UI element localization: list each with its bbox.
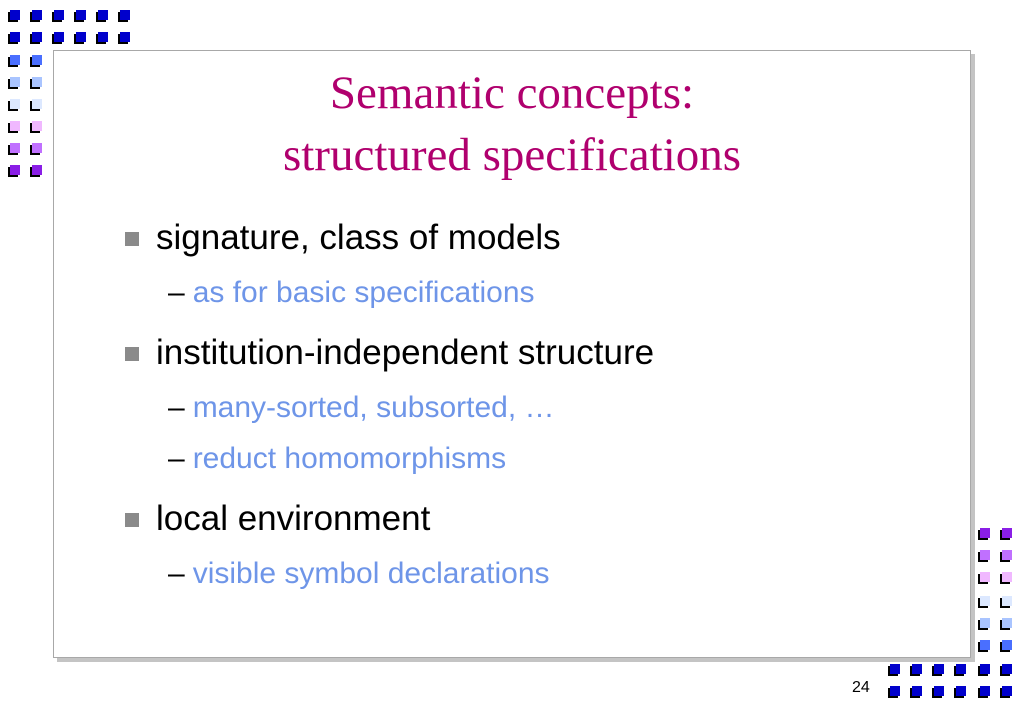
bullet-item: institution-independent structure <box>120 327 940 379</box>
deco-square <box>1002 664 1012 674</box>
deco-square <box>1002 550 1012 560</box>
dash-icon: – <box>168 391 185 424</box>
deco-square <box>98 10 108 20</box>
slide-title-line-1: Semantic concepts: <box>329 67 695 119</box>
deco-square <box>934 664 944 674</box>
sub-bullet-item: –as for basic specifications <box>120 270 940 315</box>
deco-square <box>120 10 130 20</box>
deco-square <box>10 55 20 65</box>
dash-icon: – <box>168 276 185 309</box>
deco-square <box>32 121 42 131</box>
deco-square <box>980 528 990 538</box>
deco-square <box>32 10 42 20</box>
deco-square <box>1002 596 1012 606</box>
deco-square <box>890 686 900 696</box>
sub-bullet-text: reduct homomorphisms <box>192 442 507 475</box>
deco-square <box>10 10 20 20</box>
dash-icon: – <box>168 557 185 590</box>
slide-title: Semantic concepts: structured specificat… <box>0 62 1024 186</box>
bullet-item: local environment <box>120 493 940 545</box>
deco-square <box>912 664 922 674</box>
deco-square <box>32 55 42 65</box>
square-bullet-icon <box>125 513 139 527</box>
bullet-list: signature, class of models –as for basic… <box>120 212 940 596</box>
deco-square <box>10 32 20 42</box>
deco-square <box>980 550 990 560</box>
deco-square <box>980 618 990 628</box>
slide-panel <box>53 50 971 658</box>
deco-square <box>10 165 20 175</box>
deco-square <box>890 664 900 674</box>
deco-square <box>54 10 64 20</box>
deco-square <box>10 143 20 153</box>
deco-square <box>956 664 966 674</box>
deco-square <box>76 32 86 42</box>
deco-square <box>956 686 966 696</box>
dash-icon: – <box>168 442 185 475</box>
deco-square <box>32 143 42 153</box>
deco-square <box>934 686 944 696</box>
sub-bullet-text: as for basic specifications <box>192 276 535 309</box>
deco-square <box>10 99 20 109</box>
deco-square <box>54 32 64 42</box>
deco-square <box>1002 640 1012 650</box>
deco-square <box>32 165 42 175</box>
bullet-text: local environment <box>156 499 431 538</box>
deco-square <box>32 77 42 87</box>
bullet-text: signature, class of models <box>156 218 561 257</box>
sub-bullet-text: many-sorted, subsorted, … <box>192 391 555 424</box>
sub-bullet-text: visible symbol declarations <box>192 557 550 590</box>
square-bullet-icon <box>125 347 139 361</box>
deco-square <box>10 121 20 131</box>
page-number: 24 <box>852 679 870 696</box>
deco-square <box>98 32 108 42</box>
sub-bullet-item: –visible symbol declarations <box>120 551 940 596</box>
deco-square <box>980 640 990 650</box>
deco-square <box>32 32 42 42</box>
deco-square <box>32 99 42 109</box>
deco-square <box>912 686 922 696</box>
bullet-text: institution-independent structure <box>156 333 655 372</box>
deco-square <box>980 596 990 606</box>
sub-bullet-item: –reduct homomorphisms <box>120 436 940 481</box>
deco-square <box>980 664 990 674</box>
sub-bullet-item: –many-sorted, subsorted, … <box>120 385 940 430</box>
square-bullet-icon <box>125 232 139 246</box>
deco-square <box>1002 618 1012 628</box>
deco-square <box>10 77 20 87</box>
deco-square <box>120 32 130 42</box>
deco-square <box>980 572 990 582</box>
deco-square <box>1002 686 1012 696</box>
deco-square <box>76 10 86 20</box>
deco-square <box>1002 572 1012 582</box>
slide-title-line-2: structured specifications <box>282 129 742 181</box>
deco-square <box>1002 528 1012 538</box>
deco-square <box>980 686 990 696</box>
bullet-item: signature, class of models <box>120 212 940 264</box>
